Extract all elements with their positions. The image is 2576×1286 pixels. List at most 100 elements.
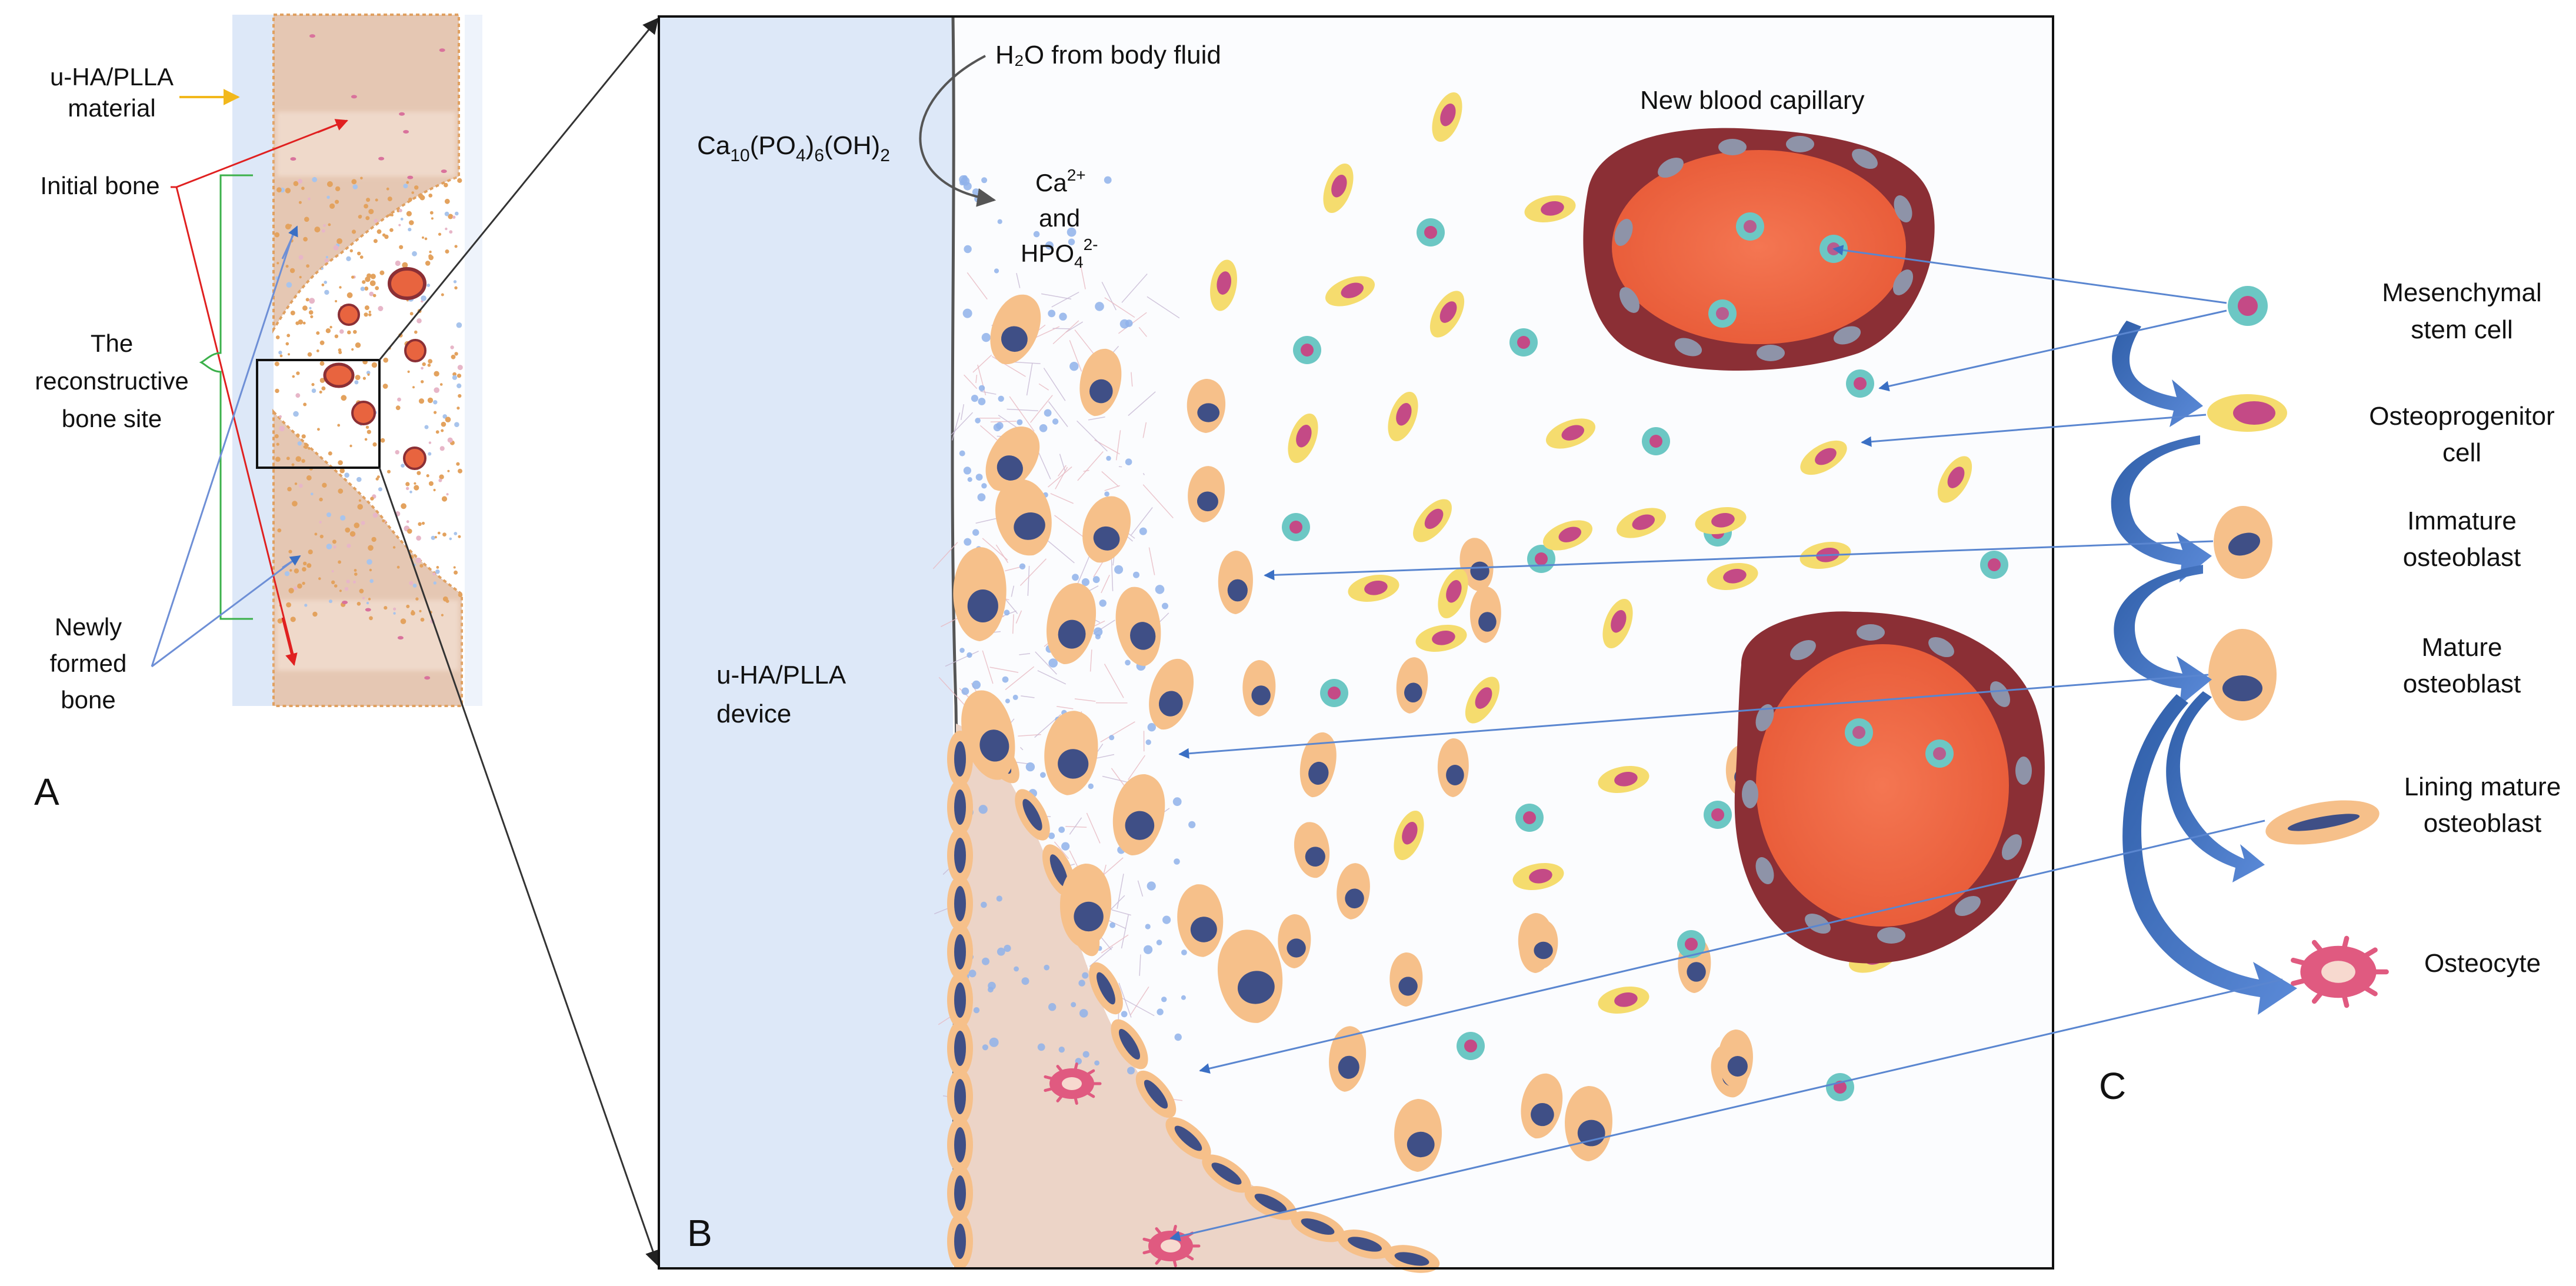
ion-dot bbox=[1114, 565, 1124, 574]
newly-arrow-top bbox=[281, 225, 298, 259]
scaffold-dot bbox=[439, 383, 443, 386]
scaffold-dot bbox=[406, 604, 410, 608]
ion-dot bbox=[1095, 302, 1104, 311]
collagen-fiber bbox=[1010, 361, 1041, 364]
osteoblast bbox=[1082, 496, 1131, 563]
scaffold-dot bbox=[303, 236, 308, 242]
scaffold-dot bbox=[442, 596, 448, 602]
scaffold-dot bbox=[434, 536, 437, 539]
label-device-line1: u-HA/PLLA bbox=[717, 661, 847, 689]
scaffold-dot bbox=[311, 383, 315, 387]
scaffold-dot bbox=[333, 545, 336, 549]
ion-dot bbox=[1039, 424, 1048, 432]
collagen-fiber bbox=[1142, 484, 1174, 519]
scaffold-dot bbox=[287, 487, 292, 492]
ion-dot bbox=[1174, 858, 1180, 865]
scaffold-dot bbox=[304, 444, 308, 449]
ion-dot bbox=[1109, 735, 1115, 741]
scaffold-dot bbox=[444, 211, 449, 216]
scaffold-dot bbox=[368, 545, 374, 551]
scaffold-dot bbox=[364, 286, 369, 291]
lining-osteoblast bbox=[947, 827, 973, 884]
scaffold-dot bbox=[360, 286, 365, 291]
ion-dot bbox=[997, 947, 1005, 956]
osteoblast bbox=[1044, 711, 1098, 795]
scaffold-dot bbox=[334, 584, 338, 588]
scaffold-dot bbox=[387, 469, 391, 474]
collagen-fiber bbox=[951, 412, 974, 435]
scaffold-dot bbox=[357, 504, 363, 510]
ion-dot bbox=[981, 333, 991, 342]
scaffold-dot bbox=[294, 482, 298, 485]
scaffold-dot bbox=[369, 280, 376, 286]
scaffold-dot bbox=[295, 393, 301, 398]
scaffold-dot bbox=[303, 402, 307, 407]
scaffold-dot bbox=[302, 567, 306, 572]
collagen-fiber bbox=[1121, 274, 1148, 303]
ion-dot bbox=[1104, 491, 1109, 497]
collagen-fiber bbox=[990, 421, 1017, 423]
collagen-fiber bbox=[1065, 321, 1084, 333]
osteoprogenitor-cell bbox=[1325, 276, 1375, 306]
ion-dot bbox=[1048, 309, 1056, 318]
scaffold-dot bbox=[368, 598, 371, 601]
scaffold-dot bbox=[389, 228, 394, 232]
scaffold-dot bbox=[326, 512, 331, 517]
ion-dot bbox=[1081, 578, 1089, 587]
scaffold-dot bbox=[288, 353, 290, 356]
label-mat-line1: Mature bbox=[2422, 633, 2502, 662]
lining-osteoblast bbox=[947, 779, 973, 835]
collagen-fiber bbox=[1050, 493, 1074, 504]
mesenchymal-stem-cell bbox=[1282, 513, 1310, 541]
scaffold-dot bbox=[420, 618, 425, 622]
scaffold-dot bbox=[296, 371, 300, 375]
scaffold-dot bbox=[366, 601, 369, 605]
label-new-capillary: New blood capillary bbox=[1640, 86, 1865, 115]
scaffold-dot bbox=[310, 315, 314, 318]
osteoblast bbox=[1217, 929, 1283, 1023]
bone-cell-dot bbox=[424, 676, 431, 680]
scaffold-dot bbox=[405, 482, 410, 487]
scaffold-dot bbox=[321, 267, 324, 270]
collagen-fiber bbox=[995, 544, 1009, 564]
osteoprogenitor-cell bbox=[1616, 508, 1667, 538]
scaffold-dot bbox=[297, 583, 302, 589]
scaffold-dot bbox=[354, 522, 360, 528]
scaffold-dot bbox=[395, 260, 401, 266]
label-ion-and: and bbox=[1039, 204, 1080, 232]
bone-cell-dot bbox=[351, 95, 357, 99]
scaffold-dot bbox=[400, 618, 406, 624]
scaffold-dot bbox=[424, 425, 429, 429]
scaffold-dot bbox=[326, 195, 330, 199]
scaffold-dot bbox=[339, 589, 342, 592]
collagen-fiber bbox=[1038, 383, 1049, 391]
scaffold-dot bbox=[319, 534, 324, 539]
collagen-fiber bbox=[1065, 825, 1087, 828]
scaffold-dot bbox=[285, 188, 291, 194]
scaffold-dot bbox=[411, 191, 414, 194]
scaffold-dot bbox=[294, 587, 298, 591]
scaffold-dot bbox=[409, 220, 414, 225]
ion-dot bbox=[1037, 1043, 1045, 1051]
scaffold-dot bbox=[451, 354, 456, 359]
collagen-fiber bbox=[1101, 471, 1119, 487]
mesenchymal-stem-cell bbox=[1509, 328, 1538, 357]
scaffold-dot bbox=[293, 181, 299, 186]
scaffold-dot bbox=[428, 255, 434, 261]
scaffold-dot bbox=[428, 441, 432, 444]
scaffold-dot bbox=[279, 425, 285, 432]
scaffold-dot bbox=[357, 251, 361, 256]
ion-dot bbox=[963, 182, 972, 191]
panel-a-capillaries bbox=[323, 267, 426, 470]
osteoprogenitor-cell bbox=[1602, 598, 1633, 649]
ion-dot bbox=[978, 398, 986, 405]
collagen-fiber bbox=[1021, 695, 1035, 698]
scaffold-dot bbox=[346, 544, 351, 548]
osteoblast bbox=[1149, 659, 1194, 729]
mesenchymal-stem-cell bbox=[1417, 218, 1445, 246]
scaffold-dot bbox=[416, 471, 421, 475]
scaffold-dot bbox=[426, 474, 429, 478]
scaffold-dot bbox=[275, 388, 279, 394]
scaffold-dot bbox=[291, 463, 295, 467]
ion-dot bbox=[1072, 574, 1079, 581]
